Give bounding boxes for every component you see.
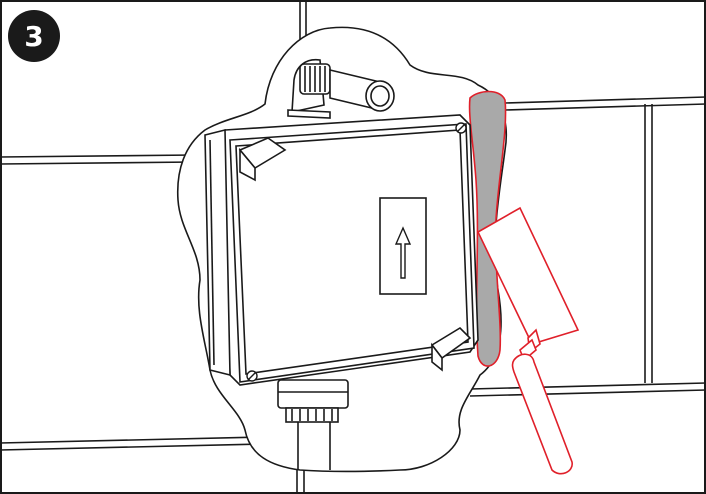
step-number-badge: 3 [8, 10, 60, 62]
corner-clip-top-left [238, 137, 287, 182]
trowel-handle [511, 353, 573, 475]
trowel-blade [476, 206, 580, 345]
direction-label [379, 197, 427, 295]
trowel-tool [476, 206, 580, 475]
arrow-up-icon [394, 226, 412, 279]
step-number: 3 [24, 19, 44, 53]
junction-box [204, 114, 479, 386]
cover-screws [246, 122, 467, 382]
corner-clip-bottom-right [430, 326, 472, 372]
top-pipe-elbow [287, 58, 395, 119]
bottom-pipe [277, 379, 349, 470]
